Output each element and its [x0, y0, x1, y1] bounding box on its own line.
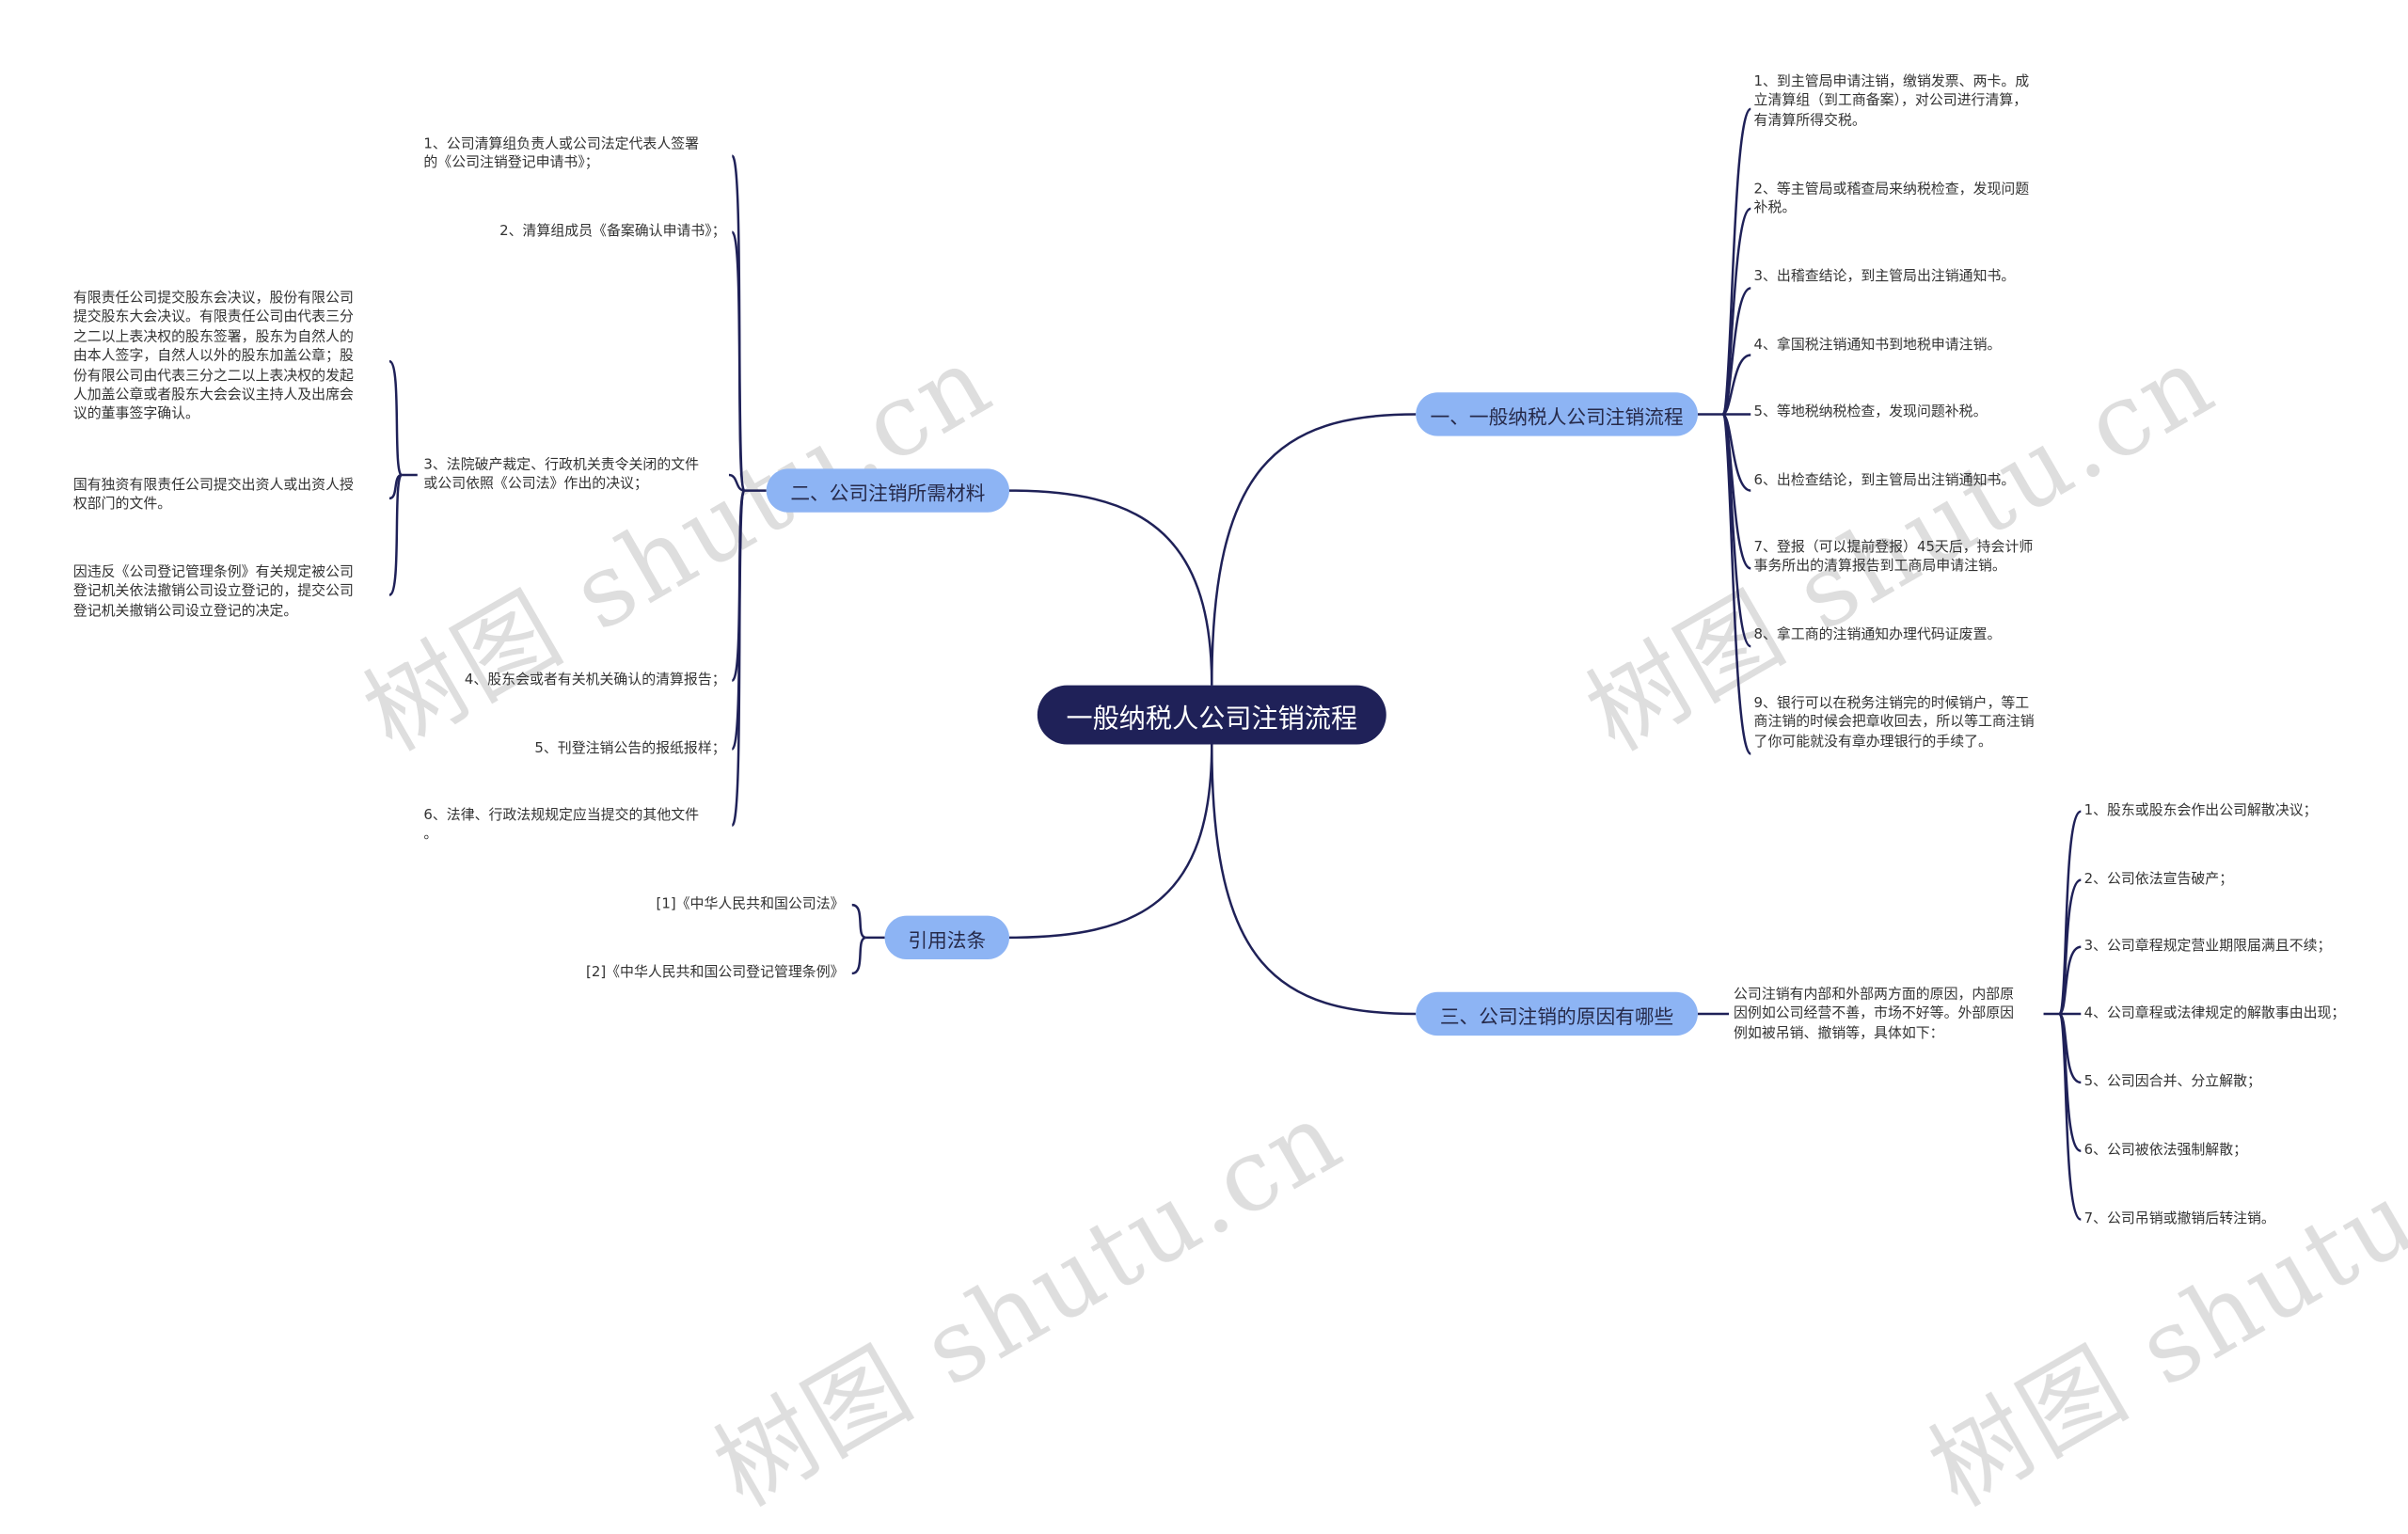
branch-cancellation-reasons[interactable]: 三、公司注销的原因有哪些 [1416, 991, 1698, 1036]
list-item: 1、到主管局申请注销，缴销发票、两卡。成 立清算组（到工商备案），对公司进行清算… [1753, 74, 2030, 130]
list-item: 8、拿工商的注销通知办理代码证废置。 [1753, 627, 2002, 643]
branch-cancellation-process[interactable]: 一、一般纳税人公司注销流程 [1416, 392, 1698, 436]
connector-b2-item2 [731, 230, 746, 492]
list-item: 4、公司章程或法律规定的解散事由出现； [2083, 1005, 2346, 1022]
connector-b4-item1 [851, 903, 867, 940]
list-item: 5、刊登注销公告的报纸报样； [534, 741, 726, 757]
list-item: 3、出稽查结论，到主管局出注销通知书。 [1753, 269, 2016, 286]
connector-b3-item3 [2058, 945, 2082, 1016]
connector-sub-item3 [388, 473, 404, 596]
connector-b1-item4 [1721, 354, 1751, 416]
list-item: 3、公司章程规定营业期限届满且不续； [2083, 939, 2332, 956]
list-item: 6、公司被依法强制解散； [2083, 1143, 2248, 1159]
list-item: 6、出检查结论，到主管局出注销通知书。 [1753, 473, 2016, 489]
branch-required-materials[interactable]: 二、公司注销所需材料 [766, 468, 1010, 513]
list-item: [2]《中华人民共和国公司登记管理条例》 [586, 965, 845, 982]
connector-root-branch3 [1211, 744, 1417, 1016]
list-item: 2、公司依法宣告破产； [2083, 872, 2234, 888]
list-item: [1]《中华人民共和国公司法》 [656, 896, 845, 913]
connector-sub-item1 [388, 359, 404, 477]
connector-b2-item3 [728, 473, 745, 492]
list-item: 5、公司因合并、分立解散； [2083, 1074, 2261, 1091]
root-node[interactable]: 一般纳税人公司注销流程 [1037, 685, 1386, 745]
list-item: 国有独资有限责任公司提交出资人或出资人授 权部门的文件。 [72, 478, 354, 514]
intro-text: 公司注销有内部和外部两方面的原因，内部原 因例如公司经营不善，市场不好等。外部原… [1734, 987, 2015, 1042]
connector-b3-item7 [2057, 1012, 2082, 1221]
list-item: 1、股东或股东会作出公司解散决议； [2083, 803, 2318, 820]
list-item: 3、法院破产裁定、行政机关责令关闭的文件 或公司依照《公司法》作出的决议； [423, 457, 700, 493]
list-item: 9、银行可以在税务注销完的时候销户，等工 商注销的时候会把章收回去，所以等工商注… [1753, 696, 2035, 751]
list-item: 4、股东会或者有关机关确认的清算报告； [464, 672, 726, 688]
list-item: 4、拿国税注销通知书到地税申请注销。 [1753, 338, 2002, 354]
list-item: 5、等地税纳税检查，发现问题补税。 [1753, 404, 1988, 421]
list-item: 有限责任公司提交股东会决议，股份有限公司 提交股东大会决议。有限责任公司由代表三… [72, 291, 354, 423]
list-item: 6、法律、行政法规规定应当提交的其他文件 。 [423, 808, 700, 844]
list-item: 2、清算组成员《备案确认申请书》； [499, 224, 726, 241]
list-item: 7、公司吊销或撤销后转注销。 [2083, 1211, 2275, 1227]
mind-map-canvas: 树图 shutu.cn 树图 shutu.cn 树图 shutu.cn 树图 s… [72, 74, 2408, 1529]
connector-b2-item6 [731, 489, 746, 827]
list-item: 1、公司清算组负责人或公司法定代表人签署 的《公司注销登记申请书》； [423, 136, 700, 172]
connector-lines [388, 107, 2082, 1221]
connector-root-branch1 [1211, 413, 1417, 686]
connector-root-branch2 [1009, 489, 1213, 686]
list-item: 7、登报（可以提前登报）45天后，持会计师 事务所出的清算报告到工商局申请注销。 [1753, 540, 2034, 576]
connector-b1-item9 [1721, 413, 1752, 755]
connector-b4-item2 [851, 936, 867, 975]
branch-cited-laws[interactable]: 引用法条 [884, 915, 1010, 960]
connector-root-branch4 [1009, 744, 1213, 940]
list-item: 2、等主管局或稽查局来纳税检查，发现问题 补税。 [1753, 182, 2030, 217]
list-item: 因违反《公司登记管理条例》有关规定被公司 登记机关依法撤销公司设立登记的，提交公… [72, 565, 354, 620]
